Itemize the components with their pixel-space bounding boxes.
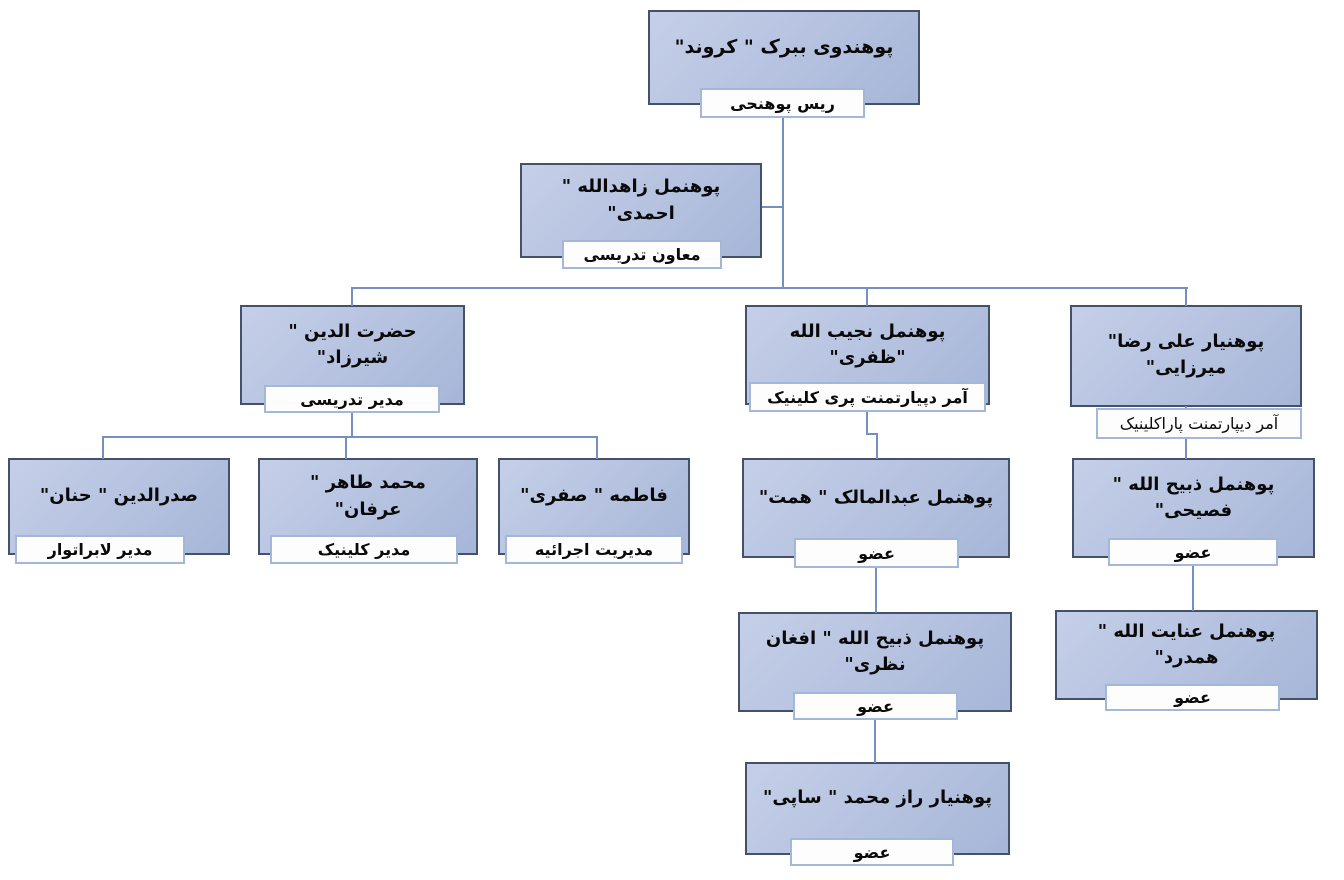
org-role-zafari: آمر دپیارتمنت پری کلینیک — [749, 382, 986, 412]
connector-line — [762, 206, 784, 208]
node-name: پوهنمل ذبیح الله " افغان نظری" — [765, 627, 985, 675]
node-name: پوهنمل عبدالمالک " همت" — [758, 486, 994, 508]
node-name: پوهنمل نجیب الله "ظفری" — [789, 320, 946, 368]
connector-line — [351, 287, 353, 306]
connector-line — [876, 433, 878, 459]
connector-line — [875, 567, 877, 613]
connector-line — [345, 436, 347, 459]
node-name: فاطمه " صفری" — [520, 485, 668, 507]
org-role-mirzaei: آمر دیپارتمنت پاراکلینیک — [1096, 408, 1302, 439]
connector-line — [782, 117, 784, 288]
org-role-hamdard: عضو — [1105, 684, 1280, 711]
connector-line — [874, 719, 876, 763]
node-name: پوهندوی ببرک " کروند" — [674, 35, 894, 58]
connector-line — [866, 433, 878, 435]
node-name: صدرالدین " حنان" — [39, 485, 199, 507]
connector-line — [596, 436, 598, 459]
connector-line — [866, 411, 868, 435]
org-role-safari: مدیریت اجرائیه — [505, 535, 683, 564]
connector-line — [351, 287, 1188, 289]
org-role-dean: ریس پوهنحی — [700, 88, 865, 118]
org-role-sapai: عضو — [790, 838, 954, 866]
node-name: حضرت الدین " شیرزاد" — [288, 320, 417, 368]
connector-line — [351, 412, 353, 438]
connector-line — [102, 436, 104, 459]
node-name: پوهنمل زاهدالله " احمدی" — [561, 176, 721, 224]
connector-line — [1192, 565, 1194, 611]
org-role-irfan: مدیر کلینیک — [270, 535, 458, 564]
connector-line — [866, 287, 868, 306]
node-name: پوهنیار علی رضا" میرزایی" — [1107, 330, 1265, 378]
node-name: پوهنیار راز محمد " ساپی" — [762, 787, 993, 809]
org-role-afghan-nazari: عضو — [793, 692, 958, 720]
org-node-mirzaei: پوهنیار علی رضا" میرزایی" — [1070, 305, 1302, 407]
connector-line — [1185, 287, 1187, 306]
org-role-fasihi: عضو — [1108, 538, 1278, 566]
org-role-hanan: مدیر لابراتوار — [15, 535, 185, 564]
org-role-shirzad: مدیر تدریسی — [264, 385, 440, 413]
org-role-himmat: عضو — [794, 538, 959, 568]
connector-line — [102, 436, 598, 438]
org-role-deputy: معاون تدریسی — [562, 240, 722, 269]
node-name: محمد طاهر " عرفان" — [310, 472, 426, 520]
node-name: پوهنمل ذبیح الله " فصیحی" — [1112, 473, 1275, 521]
node-name: پوهنمل عنایت الله " همدرد" — [1097, 620, 1276, 668]
